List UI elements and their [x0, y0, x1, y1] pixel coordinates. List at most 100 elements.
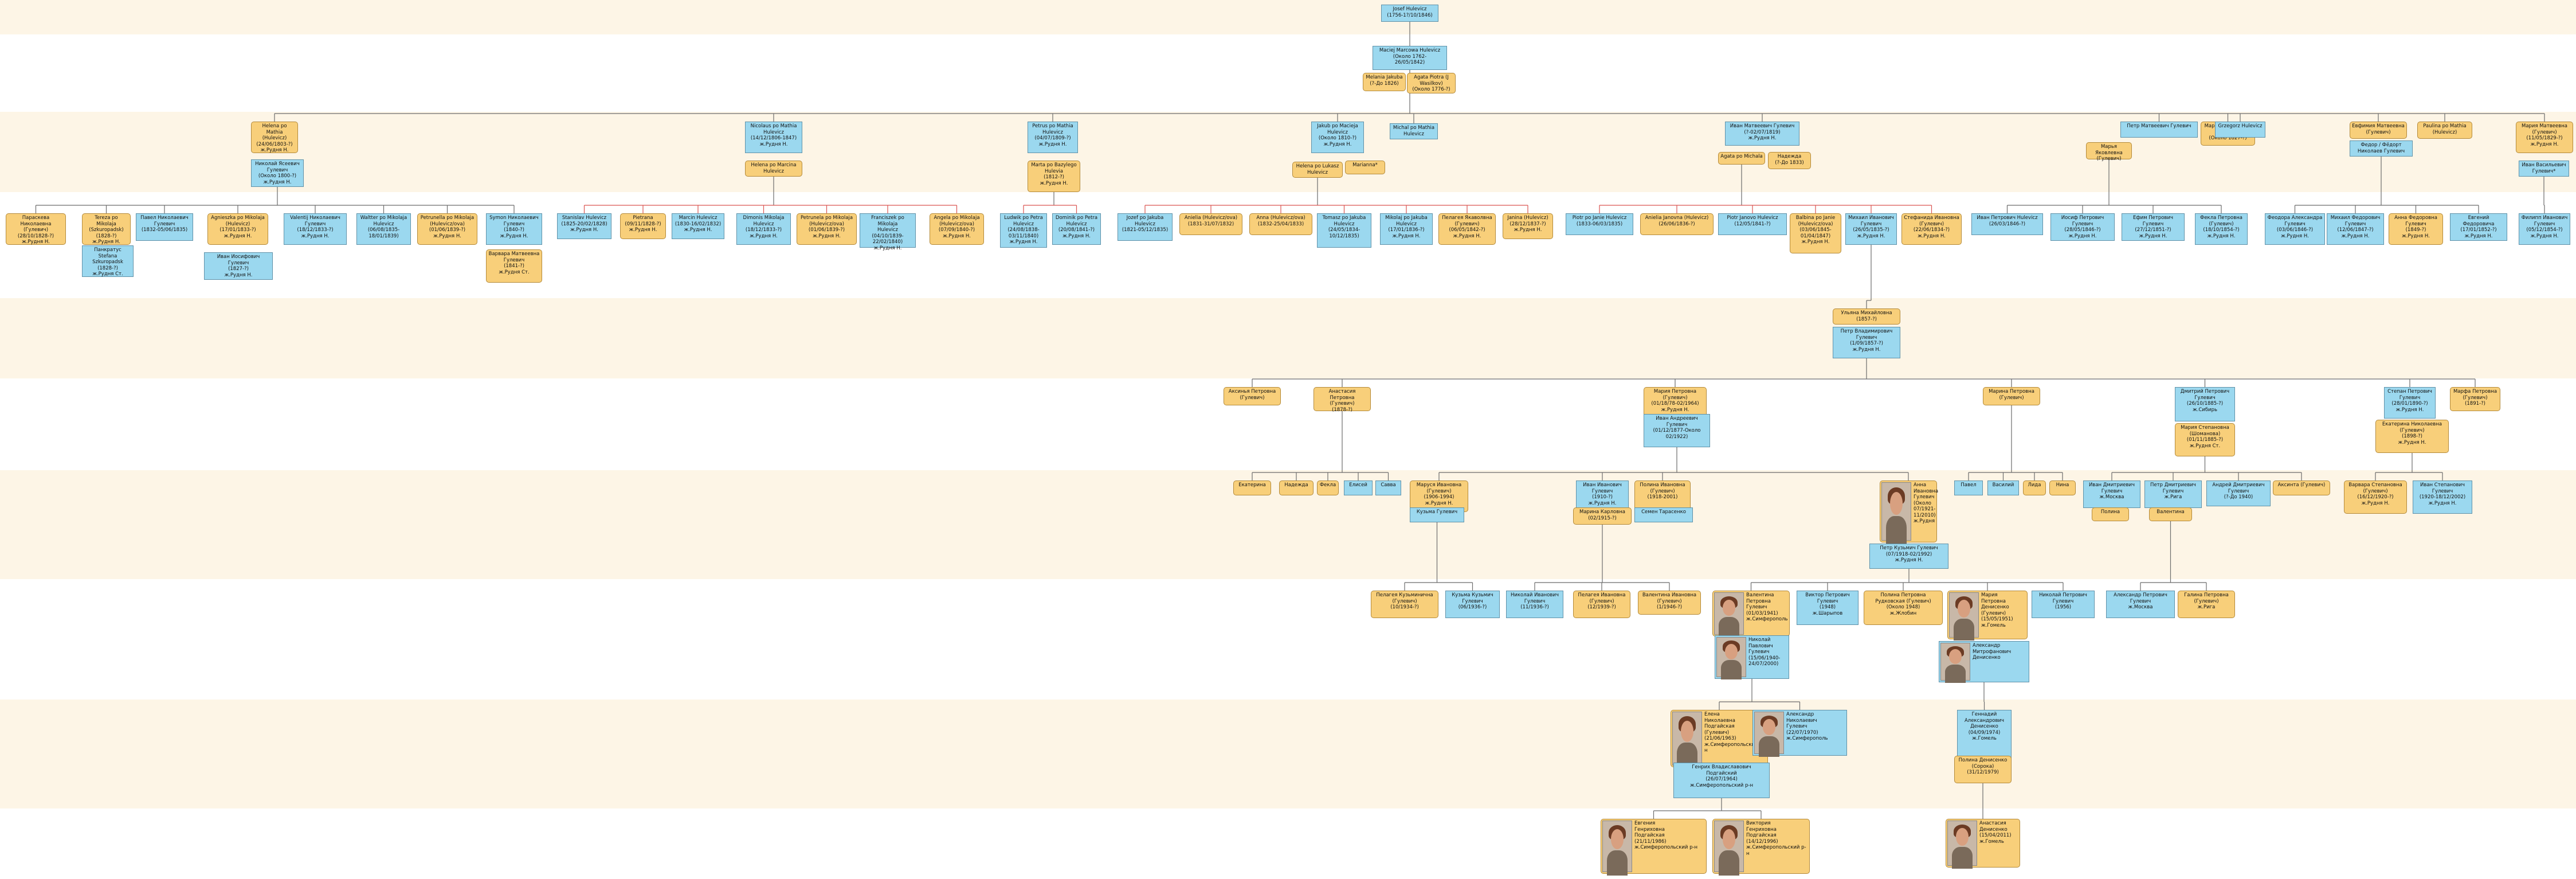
person-card-c19[interactable]: Anielia (Hulevicz/ova) (1831-31/07/1832) [1179, 213, 1242, 235]
person-card-petr_v[interactable]: Петр Владимирович Гулевич (1/09/1857-?) … [1833, 327, 1900, 358]
person-card-h6b[interactable]: Кузьма Гулевич [1410, 507, 1464, 522]
person-card-c3[interactable]: Павел Николаевич Гулевич (1832-05/06/183… [136, 213, 193, 241]
person-card-h4[interactable]: Елисей [1344, 480, 1373, 495]
person-card-g2[interactable]: Анастасия Петровна (Гулевич) (1878-?) [1314, 387, 1371, 413]
person-card-h15b[interactable]: Валентина [2149, 507, 2192, 521]
person-card-marianna[interactable]: Marianna* [1345, 161, 1385, 174]
person-card-michal[interactable]: Michal po Mathia Hulevicz [1390, 123, 1438, 139]
person-card-c8b[interactable]: Варвара Матвеевна Гулевич (1841-?) ж.Руд… [486, 249, 542, 283]
person-card-c27[interactable]: Piotr Janovo Hulevicz (12/05/1841-?) [1718, 213, 1787, 235]
person-card-c31[interactable]: Иван Петрович Hulevicz (26/03/1846-?) [1971, 213, 2043, 235]
person-card-c5[interactable]: Valentij Николаевич Гулевич (18/12/1833-… [284, 213, 347, 245]
person-card-h10[interactable]: Павел [1954, 480, 1983, 495]
person-card-josef[interactable]: Josef Hulevicz (1756-1?/10/1846) [1381, 5, 1438, 22]
person-card-n2[interactable]: Виктория Генриховна Подгайская (14/12/19… [1712, 819, 1810, 876]
person-card-l3b[interactable]: Полина Денисенко (Сорока) (31/12/1979) [1954, 756, 2012, 783]
person-card-c35[interactable]: Феодора Александра Гулевич (03/06/1846-?… [2265, 213, 2325, 245]
person-card-c2b[interactable]: Панкратус Stefana Szkuropadsk (1828-?) ж… [82, 245, 134, 277]
person-card-petr_m[interactable]: Петр Матвеевич Гулевич [2120, 122, 2198, 138]
person-card-c34[interactable]: Фекла Петровна (Гулевич) (18/10/1854-?) … [2195, 213, 2248, 245]
person-card-h8[interactable]: Полина Ивановна (Гулевич) (1918-2001) [1634, 480, 1691, 512]
person-card-c16[interactable]: Ludwik po Petra Hulevicz (24/08/1838- 03… [1000, 213, 1047, 248]
person-card-h1[interactable]: Екатерина [1233, 480, 1271, 495]
person-card-g1[interactable]: Аксинья Петровна (Гулевич) [1224, 387, 1281, 405]
person-card-agata2[interactable]: Agata po Michala [1718, 152, 1765, 165]
person-card-marya_m2[interactable]: Мария Матвеевна (Гулевич) (11/05/1829-?)… [2516, 122, 2573, 153]
person-card-k6b[interactable]: Николай Павлович Гулевич (15/06/1940- 24… [1715, 635, 1789, 680]
person-card-h19[interactable]: Иван Степанович Гулевич (1920-18/12/2002… [2413, 480, 2472, 514]
person-card-marta[interactable]: Marta po Bazylego Hulevia (1812-?) ж.Руд… [1028, 161, 1080, 192]
person-card-c32[interactable]: Иосиф Петрович Гулевич (28/05/1846-?) ж.… [2050, 213, 2115, 241]
person-card-g5b[interactable]: Мария Степановна (Шоманова) (01/11/1885-… [2175, 423, 2235, 456]
person-card-agata[interactable]: Agata Piotra (J Wasilkov) (Около 1776-?) [1407, 73, 1456, 93]
person-card-k1[interactable]: Пелагея Кузьминична (Гулевич) (10/1934-?… [1371, 591, 1438, 618]
person-card-c21[interactable]: Tomasz po Jakuba Hulevicz (24/05/1834- 1… [1317, 213, 1371, 248]
person-card-helena2[interactable]: Helena po Marcina Hulevicz [745, 161, 802, 177]
person-card-h13[interactable]: Нина [2049, 480, 2076, 495]
person-card-h15[interactable]: Петр Дмитриевич Гулевич ж.Рига [2144, 480, 2202, 508]
person-card-c30[interactable]: Стефанида Ивановна (Гулевич) (22/06/1834… [1901, 213, 1962, 245]
person-card-c24[interactable]: Janina (Hulevicz) (28/12/1837-?) ж.Рудня… [1503, 213, 1553, 239]
person-card-h2[interactable]: Надежда [1279, 480, 1314, 495]
person-card-c38[interactable]: Евгений Федоровича (17/01/1852-?) ж.Рудн… [2450, 213, 2507, 241]
person-card-k4[interactable]: Пелагея Ивановна (Гулевич) (12/1939-?) [1573, 591, 1630, 618]
person-card-fedor[interactable]: Федор / Фёдорт Николаев Гулевич [2350, 140, 2413, 157]
person-card-l2[interactable]: Александр Николаевич Гулевич (22/07/1970… [1752, 710, 1847, 757]
person-card-h12[interactable]: Лида [2023, 480, 2046, 495]
person-card-h7b[interactable]: Марина Карловна (02/1915-?) [1573, 507, 1632, 525]
person-card-g4[interactable]: Марина Петровна (Гулевич) [1983, 387, 2040, 405]
person-card-k5[interactable]: Валентина Ивановна (Гулевич) (1/1946-?) [1638, 591, 1701, 615]
person-card-c39[interactable]: Филипп Иванович Гулевич (05/12/1854-?) ж… [2519, 213, 2570, 245]
person-card-nadezhda[interactable]: Надежда (?-До 1833) [1768, 152, 1811, 169]
person-card-h16[interactable]: Андрей Дмитриевич Гулевич (?-До 1940) [2206, 480, 2271, 506]
person-card-c1[interactable]: Параскева Николаевна (Гулевич) (28/10/18… [6, 213, 66, 245]
person-card-n1[interactable]: Евгения Генриховна Подгайская (21/11/198… [1601, 819, 1707, 876]
person-card-h11[interactable]: Василий [1987, 480, 2019, 495]
person-card-c12[interactable]: Dimonis Mikolaja Hulevicz (18/12/1833-?)… [736, 213, 791, 245]
person-card-jakub[interactable]: Jakub po Macieja Hulevicz (Около 1810-?)… [1311, 122, 1364, 153]
person-card-h8b[interactable]: Семен Тарасенко [1634, 507, 1693, 522]
person-card-n3[interactable]: Анастасия Денисенко (15/04/2011) ж.Гомел… [1946, 819, 2020, 869]
person-card-h3[interactable]: Фекла [1317, 480, 1339, 495]
person-card-grzegorz[interactable]: Grzegorz Hulevicz [2215, 122, 2265, 138]
person-card-c13[interactable]: Petrunela po Mikolaja (Hulevicz/ova) (01… [797, 213, 857, 245]
person-card-k10[interactable]: Николай Петрович Гулевич (1956) [2032, 591, 2095, 618]
person-card-l1[interactable]: Елена Николаевна Подгайская (Гулевич) (2… [1671, 710, 1768, 769]
person-card-c4[interactable]: Agnieszka po Mikolaja (Hulevicz) (17/01/… [207, 213, 268, 245]
person-card-g3b[interactable]: Иван Андреевич Гулевич (01/12/1877-Около… [1644, 414, 1710, 447]
person-card-k9[interactable]: Мария Петровна Денисенко (Гулевич) (15/0… [1947, 591, 2028, 641]
person-card-h5[interactable]: Савва [1375, 480, 1401, 495]
person-card-g7[interactable]: Марфа Петровна (Гулевич) (1891-?) [2450, 387, 2500, 411]
person-card-l1b[interactable]: Генрих Владиславович Подгайский (26/07/1… [1673, 763, 1770, 798]
person-card-c15[interactable]: Angela po Mikolaja (Hulevicz/ova) (07/09… [930, 213, 984, 245]
person-card-c37[interactable]: Анна Федоровна Гулевич (1849-?) ж.Рудня … [2389, 213, 2443, 245]
person-card-c8[interactable]: Symon Николаевич Гулевич (1840-?) ж.Рудн… [486, 213, 542, 245]
person-card-k8[interactable]: Полина Петровна Рудковская (Гулевич) (Ок… [1864, 591, 1943, 625]
person-card-c23[interactable]: Пелагея Якаволвна (Гулевич) (06/05/1842-… [1438, 213, 1496, 245]
person-card-evfimia[interactable]: Евфимия Матвеевна (Гулевич) [2350, 122, 2407, 139]
person-card-c11[interactable]: Marcin Hulevicz (1830-16/02/1832) ж.Рудн… [672, 213, 724, 239]
person-card-marya_m[interactable]: Марья Яковлевна (Гулевич) [2086, 142, 2132, 162]
person-card-c14[interactable]: Franciszek po Mikolaja Hulevicz (04/10/1… [860, 213, 916, 251]
person-card-h6[interactable]: Маруся Ивановна (Гулевич) (1906-1994) ж.… [1410, 480, 1468, 512]
person-card-c10[interactable]: Pietrana (09/11/1828-?) ж.Рудня Н. [620, 213, 666, 239]
person-card-c28[interactable]: Balbina po Janie (Hulevicz/ova) (03/06/1… [1790, 213, 1841, 253]
person-card-h18[interactable]: Варвара Степановна (Гулевич) (16/12/1920… [2344, 480, 2407, 514]
person-card-c9[interactable]: Stanislav Hulevicz (1825-20/02/1828) ж.Р… [557, 213, 611, 239]
person-card-paulina[interactable]: Paulina po Mathia (Hulevicz) [2417, 122, 2472, 139]
person-card-c20[interactable]: Anna (Hulevicz/ova) (1832-25/04/1833) [1249, 213, 1312, 235]
person-card-k11[interactable]: Александр Петрович Гулевич ж.Москва [2106, 591, 2175, 618]
person-card-c26[interactable]: Anielia Janovna (Hulevicz) (26/06/1836-?… [1640, 213, 1714, 235]
person-card-c6[interactable]: Waltter po Mikolaja Hulevicz (06/08/1835… [356, 213, 411, 245]
person-card-h14b[interactable]: Полина [2092, 507, 2129, 521]
person-card-c4b[interactable]: Иван Иосифович Гулевич (1827-?) ж.Рудня … [204, 252, 273, 280]
person-card-g3[interactable]: Мария Петровна (Гулевич) (01/18/78-02/19… [1644, 387, 1707, 417]
person-card-c22[interactable]: Mikolaj po Jakuba Hulevicz (17/01/1836-?… [1380, 213, 1433, 245]
person-card-ivan_v[interactable]: Иван Васильевич Гулевич* [2519, 161, 2569, 177]
person-card-h9[interactable]: Анна Ивановна Гулевич (Около 07/1921- 11… [1880, 480, 1938, 545]
person-card-k6[interactable]: Валентина Петровна Гулевич (01/03/1941) … [1712, 591, 1790, 638]
person-card-maciej[interactable]: Maciej Marcowa Hulevicz (Около 1762- 26/… [1373, 46, 1447, 70]
person-card-c25[interactable]: Piotr po Janie Hulevicz (1833-06/03/1835… [1566, 213, 1633, 235]
person-card-g6[interactable]: Степан Петрович Гулевич (28/01/1890-?) ж… [2384, 387, 2436, 419]
person-card-k12[interactable]: Галина Петровна (Гулевич) ж.Рига [2178, 591, 2235, 618]
